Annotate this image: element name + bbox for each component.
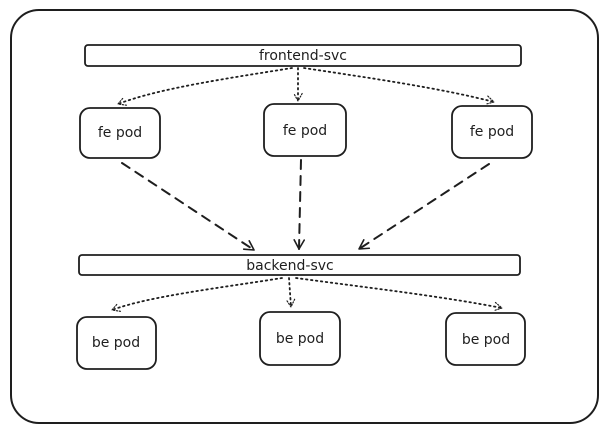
fe-fanout-arrow-3 bbox=[303, 67, 496, 105]
fe-pod-1[interactable]: fe pod bbox=[79, 107, 161, 159]
backend-service-label: backend-svc bbox=[246, 258, 333, 274]
fe-pod-box bbox=[263, 103, 347, 157]
be-pod-box bbox=[76, 316, 157, 370]
fe-pod-label: fe pod bbox=[283, 123, 327, 139]
outer-frame bbox=[10, 9, 599, 424]
fe-fanout-arrow-1 bbox=[116, 67, 293, 106]
be-pod-2[interactable]: be pod bbox=[259, 311, 341, 366]
be-pod-1[interactable]: be pod bbox=[76, 316, 157, 370]
fe-pod-label: fe pod bbox=[470, 124, 514, 140]
fe-pod-box bbox=[79, 107, 161, 159]
fe-to-be-arrow-3 bbox=[358, 163, 490, 250]
frontend-service-box bbox=[84, 44, 522, 67]
fe-pod-2[interactable]: fe pod bbox=[263, 103, 347, 157]
backend-service-fanout bbox=[110, 277, 504, 312]
backend-service[interactable]: backend-svc bbox=[78, 254, 521, 276]
frontend-service-fanout bbox=[116, 67, 496, 106]
be-fanout-arrow-1 bbox=[110, 277, 283, 312]
fe-pod-3[interactable]: fe pod bbox=[451, 105, 533, 159]
frontend-service-label: frontend-svc bbox=[259, 48, 347, 64]
fe-to-backend-connections bbox=[121, 159, 490, 251]
be-pod-label: be pod bbox=[276, 331, 324, 347]
backend-service-box bbox=[78, 254, 521, 276]
be-pod-label: be pod bbox=[92, 335, 140, 351]
be-pod-3[interactable]: be pod bbox=[445, 312, 526, 366]
be-fanout-arrow-3 bbox=[295, 277, 504, 312]
fe-to-be-arrow-1 bbox=[121, 162, 255, 251]
be-pod-box bbox=[445, 312, 526, 366]
be-pod-box bbox=[259, 311, 341, 366]
fe-pod-box bbox=[451, 105, 533, 159]
fe-pod-label: fe pod bbox=[98, 125, 142, 141]
fe-to-be-arrow-2 bbox=[293, 159, 306, 250]
be-pod-label: be pod bbox=[462, 332, 510, 348]
be-fanout-arrow-2 bbox=[285, 277, 296, 309]
frontend-service[interactable]: frontend-svc bbox=[84, 44, 522, 67]
